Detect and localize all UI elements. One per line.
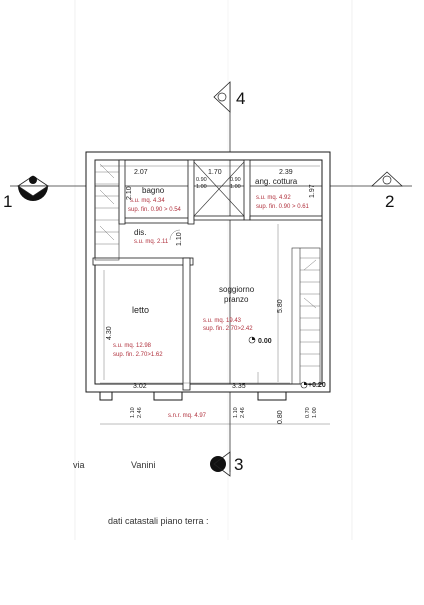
wall-letto-right: [182, 257, 191, 391]
room-su-letto: s.u. mq. 12.98: [113, 343, 152, 349]
dim-right-197: 1.97: [309, 184, 316, 198]
section-marker-2: [370, 171, 404, 187]
dim-100-b: 1.00: [230, 184, 241, 190]
room-name-cottura: ang. cottura: [255, 177, 298, 186]
level-label-000: 0.00: [258, 338, 272, 345]
room-su-cottura: s.u. mq. 4.92: [256, 195, 291, 201]
dim-dis-110: 1.10: [176, 232, 183, 246]
street-prefix: via: [73, 460, 85, 470]
room-fin-soggiorno: sup. fin. 2.70>2.42: [203, 326, 253, 332]
room-fin-bagno: sup. fin. 0.90 > 0.54: [128, 207, 182, 213]
dim-top-right: 2.39: [279, 169, 293, 176]
dim-b-110-b: 1.10: [233, 407, 239, 418]
dim-bottom-335: 3.35: [232, 383, 246, 390]
dim-b-246-a: 2.46: [137, 407, 143, 418]
door-swing-dis: [169, 229, 181, 241]
dim-090-b: 0.90: [230, 177, 241, 183]
section-label-3: 3: [234, 455, 243, 474]
dim-b-080: 0.80: [277, 410, 284, 424]
dim-090-a: 0.90: [196, 177, 207, 183]
snr-area: s.n.r. mq. 4.97: [168, 413, 207, 419]
section-marker-4: [213, 81, 231, 113]
room-su-soggiorno: s.u. mq. 19.43: [203, 318, 242, 324]
section-marker-1: [16, 175, 50, 201]
dim-left-430: 4.30: [106, 326, 113, 340]
dim-b-070: 0.70: [305, 407, 311, 418]
dim-b-246-b: 2.46: [240, 407, 246, 418]
level-marker-000: [248, 336, 256, 344]
level-label-020: +0.20: [308, 382, 326, 389]
wall-shaft-bottom: [193, 215, 245, 221]
porch-pillar-left: [99, 391, 113, 401]
dim-left-210: 2.10: [126, 186, 133, 200]
dim-b-100: 1.00: [312, 407, 318, 418]
dim-bottom-302: 3.02: [133, 383, 147, 390]
stair-right: [291, 247, 321, 385]
dim-mid-580: 5.80: [277, 299, 284, 313]
section-label-4: 4: [236, 89, 245, 108]
footer-note: dati catastali piano terra :: [108, 516, 209, 526]
room-name-letto: letto: [132, 305, 149, 315]
wall-shaft-right: [243, 159, 251, 221]
shaft-cross-b: [193, 161, 245, 217]
room-name-pranzo: pranzo: [224, 295, 249, 304]
street-name: Vanini: [131, 460, 155, 470]
room-name-bagno: bagno: [142, 186, 165, 195]
porch-pillar-mid: [153, 391, 183, 401]
dim-top-left: 2.07: [134, 169, 148, 176]
wall-bagno-bottom: [122, 217, 192, 224]
wall-cottura-bottom: [249, 215, 323, 221]
room-fin-cottura: sup. fin. 0.90 > 0.61: [256, 204, 310, 210]
room-su-dis: s.u. mq. 2.11: [134, 239, 169, 245]
section-label-2: 2: [385, 192, 394, 211]
room-name-soggiorno: soggiorno: [219, 285, 255, 294]
wall-shaft-left: [187, 159, 195, 225]
section-label-1: 1: [3, 192, 12, 211]
room-su-bagno: s.u. mq. 4.34: [130, 198, 165, 204]
room-name-dis: dis.: [134, 228, 146, 237]
porch-pillar-right: [257, 391, 287, 401]
level-marker-020: [300, 381, 308, 389]
wall-letto-top: [92, 257, 194, 266]
wall-bagno-left: [118, 159, 126, 225]
dim-100-a: 1.00: [196, 184, 207, 190]
section-marker-3: [210, 451, 231, 477]
dim-top-mid: 1.70: [208, 169, 222, 176]
stair-top-left: [94, 159, 120, 261]
room-fin-letto: sup. fin. 2.70>1.62: [113, 352, 163, 358]
dim-b-110-a: 1.10: [130, 407, 136, 418]
